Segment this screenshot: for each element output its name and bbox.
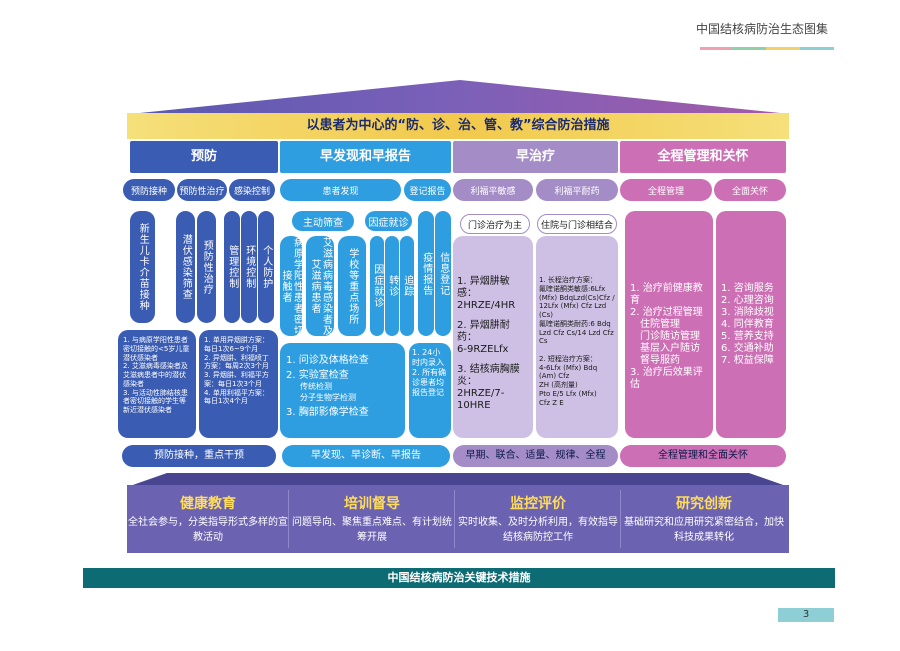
care-item: 4. 同伴教育: [721, 319, 774, 330]
exam-item: 3. 胸部影像学检查: [286, 407, 369, 418]
column-head-prevention: 预防: [130, 141, 278, 173]
management-subitem: 基层入户随访: [640, 343, 700, 354]
care-box: 1. 咨询服务 2. 心理咨询 3. 消除歧视 4. 同伴教育 5. 营养支持 …: [716, 211, 786, 438]
management-subitem: 督导服药: [640, 355, 680, 366]
exam-box: 1. 问诊及体格检查 2. 实验室检查 传统检测 分子生物学检测 3. 胸部影像…: [280, 343, 405, 438]
management-subitem: 住院管理: [640, 319, 680, 330]
preventive-treatment-box: 预防性治疗: [197, 211, 216, 323]
column-head-detection: 早发现和早报告: [280, 141, 451, 173]
contacts-box: 病原学阳性患者密切接触者: [280, 236, 303, 336]
regimen-line: 6-9RZELfx: [457, 344, 509, 355]
prevention-footer: 预防接种，重点干预: [122, 445, 276, 467]
base-health-education: 健康教育 全社会参与，分类指导形式多样的宣教活动: [128, 493, 288, 545]
roof-triangle: [130, 80, 790, 114]
care-item: 6. 交通补助: [721, 343, 774, 354]
subhead-preventive-treatment: 预防性治疗: [177, 179, 227, 201]
foundation: [127, 485, 789, 553]
schools-box: 学校等重点场所: [338, 236, 366, 336]
subhead-care: 全面关怀: [714, 179, 786, 201]
vaccine-box: 新生儿卡介苗接种: [130, 211, 155, 323]
exam-item: 2. 实验室检查: [286, 370, 349, 381]
subhead-rif-sensitive: 利福平敏感: [453, 179, 533, 201]
personal-protection-box: 个人防护: [258, 211, 274, 323]
figure-caption: 中国结核病防治关键技术措施: [83, 568, 835, 588]
subhead-registration: 登记报告: [404, 179, 451, 201]
base-top-trapezoid: [127, 473, 789, 487]
management-box: 1. 治疗前健康教育 2. 治疗过程管理 住院管理 门诊随访管理 基层入户随访 …: [625, 211, 713, 438]
info-register-box: 信息登记: [435, 211, 451, 336]
atlas-title: 中国结核病防治生态图集: [695, 22, 828, 36]
page-number: 3: [778, 608, 834, 622]
latent-target-detail: 1. 与病原学阳性患者密切接触的<5岁儿童潜伏感染者 2. 艾滋病毒感染者及艾滋…: [118, 330, 196, 438]
subhead-case-finding: 患者发现: [280, 179, 401, 201]
base-desc: 问题导向、聚焦重点难点、有计划统筹开展: [292, 517, 452, 543]
subhead-rif-resistant: 利福平耐药: [536, 179, 618, 201]
header-strip: [766, 47, 800, 50]
divider: [454, 490, 455, 548]
base-monitoring: 监控评价 实时收集、及时分析利用，有效指导结核病防控工作: [458, 493, 618, 545]
care-item: 3. 消除歧视: [721, 307, 774, 318]
regimen-line: 2HRZE/4HR: [457, 300, 516, 311]
regimen-line: 1. 异烟肼敏感：: [457, 276, 510, 299]
divider: [620, 490, 621, 548]
outpatient-mode: 门诊治疗为主: [460, 214, 530, 234]
header-strip: [700, 47, 732, 50]
report-detail-box: 1. 24小时内录入 2. 所有确诊患者均报告登记: [409, 343, 451, 438]
exam-subitem: 传统检测: [300, 382, 332, 391]
inpatient-mode: 住院与门诊相结合: [537, 214, 617, 234]
base-title: 培训督导: [344, 496, 400, 512]
regimen-line: 10HRE: [457, 400, 491, 411]
management-item: 2. 治疗过程管理: [630, 307, 703, 318]
regimen-line: 2HRZE/7-: [457, 388, 505, 399]
treatment-footer: 早期、联合、适量、规律、全程: [453, 445, 618, 467]
base-desc: 全社会参与，分类指导形式多样的宣教活动: [128, 517, 288, 543]
base-training: 培训督导 问题导向、聚焦重点难点、有计划统筹开展: [292, 493, 452, 545]
base-research: 研究创新 基础研究和应用研究紧密结合，加快科技成果转化: [624, 493, 784, 545]
base-title: 监控评价: [510, 496, 566, 512]
base-title: 健康教育: [180, 496, 236, 512]
exam-subitem: 分子生物学检测: [300, 393, 356, 402]
main-banner: 以患者为中心的“防、诊、治、管、教”综合防治措施: [127, 113, 789, 139]
regimen-detail: 1. 单用异烟肼方案：每日1次6~9个月 2. 异烟肼、利福喷丁方案：每周2次3…: [199, 330, 278, 438]
active-screening-label: 主动筛查: [292, 211, 354, 231]
management-subitem: 门诊随访管理: [640, 331, 700, 342]
management-item: 3. 治疗后效果评估: [630, 367, 703, 390]
sensitive-regimens: 1. 异烟肼敏感： 2HRZE/4HR 2. 异烟肼耐药： 6-9RZELfx …: [453, 236, 533, 438]
resistant-regimens: 1. 长程治疗方案： 氟喹诺酮类敏感:6Lfx (Mfx) BdqLzd(Cs)…: [536, 236, 618, 438]
subhead-infection-control: 感染控制: [229, 179, 275, 201]
regimen-line: 2. 异烟肼耐药：: [457, 320, 510, 343]
management-footer: 全程管理和全面关怀: [620, 445, 786, 467]
passive-finding-label: 因症就诊: [365, 211, 412, 231]
column-head-treatment: 早治疗: [453, 141, 618, 173]
care-item: 1. 咨询服务: [721, 283, 774, 294]
header-strip: [732, 47, 766, 50]
subhead-full-management: 全程管理: [620, 179, 712, 201]
management-item: 1. 治疗前健康教育: [630, 283, 703, 306]
env-control-box: 环境控制: [241, 211, 257, 323]
admin-control-box: 管理控制: [224, 211, 240, 323]
exam-item: 1. 问诊及体格检查: [286, 355, 369, 366]
regimen-line: 3. 结核病胸膜炎：: [457, 364, 520, 387]
divider: [288, 490, 289, 548]
care-item: 7. 权益保障: [721, 355, 774, 366]
tracing-box: 追踪: [400, 236, 414, 336]
epidemic-report-box: 疫情报告: [418, 211, 434, 336]
header-strip: [800, 47, 834, 50]
column-head-management: 全程管理和关怀: [620, 141, 786, 173]
base-desc: 基础研究和应用研究紧密结合，加快科技成果转化: [624, 517, 784, 543]
detection-footer: 早发现、早诊断、早报告: [282, 445, 450, 467]
base-desc: 实时收集、及时分析利用，有效指导结核病防控工作: [458, 517, 618, 543]
care-item: 2. 心理咨询: [721, 295, 774, 306]
latent-screening-box: 潜伏感染筛查: [176, 211, 195, 323]
referral-box: 转诊: [385, 236, 399, 336]
subhead-vaccination: 预防接种: [123, 179, 175, 201]
symptom-visit-box: 因症就诊: [370, 236, 384, 336]
hiv-box: 艾滋病病毒感染者及艾滋病患者: [306, 236, 334, 336]
care-item: 5. 营养支持: [721, 331, 774, 342]
base-title: 研究创新: [676, 496, 732, 512]
